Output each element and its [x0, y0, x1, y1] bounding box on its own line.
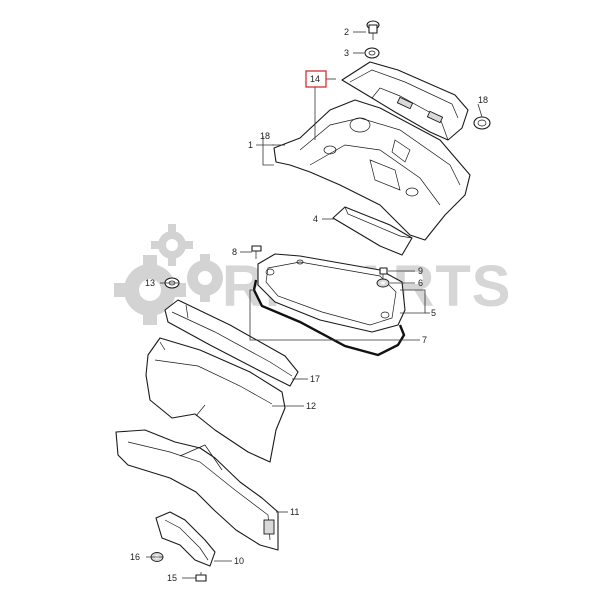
- part-5-lid-panel: [257, 253, 406, 333]
- callout-12[interactable]: 12: [306, 401, 316, 411]
- watermark-gear-icon: [151, 224, 193, 266]
- callout-6[interactable]: 6: [418, 278, 423, 288]
- callout-18-top[interactable]: 18: [478, 95, 488, 105]
- part-11-back-panel: [115, 429, 279, 551]
- part-3-washer: [364, 47, 380, 59]
- callout-10[interactable]: 10: [234, 556, 244, 566]
- callout-15[interactable]: 15: [167, 573, 177, 583]
- part-15-bolt: [195, 572, 207, 582]
- callout-9[interactable]: 9: [418, 266, 423, 276]
- part-7-seal-gasket: [252, 279, 406, 357]
- callout-14[interactable]: 14: [310, 74, 320, 84]
- callout-4[interactable]: 4: [313, 214, 318, 224]
- leader-lines: [146, 31, 483, 579]
- callout-labels: 2 3 14 18 18 1 4 8 9 6 5 7 13 17 12 11 1…: [130, 27, 488, 583]
- callout-11[interactable]: 11: [290, 507, 299, 517]
- part-4-pad: [332, 206, 413, 256]
- callout-13[interactable]: 13: [145, 278, 155, 288]
- callout-18-left[interactable]: 18: [260, 131, 270, 141]
- callout-8[interactable]: 8: [232, 247, 237, 257]
- part-6-washer: [376, 278, 390, 288]
- callout-7[interactable]: 7: [422, 335, 427, 345]
- part-1-main-tray: [273, 99, 471, 241]
- part-2-bolt: [366, 20, 380, 40]
- callout-16[interactable]: 16: [130, 552, 140, 562]
- callout-1[interactable]: 1: [248, 140, 253, 150]
- callout-3[interactable]: 3: [344, 48, 349, 58]
- callout-2[interactable]: 2: [344, 27, 349, 37]
- part-18-grommet: [473, 116, 491, 130]
- watermark-gear-icon: [187, 254, 223, 302]
- highlight-box-14: [305, 70, 327, 88]
- part-12-trunk-liner: [145, 337, 286, 463]
- callout-17[interactable]: 17: [310, 374, 320, 384]
- part-14-upper-cover: [341, 61, 469, 141]
- part-10-bracket: [155, 511, 216, 567]
- callout-5[interactable]: 5: [431, 308, 436, 318]
- part-8-bolt: [251, 245, 262, 259]
